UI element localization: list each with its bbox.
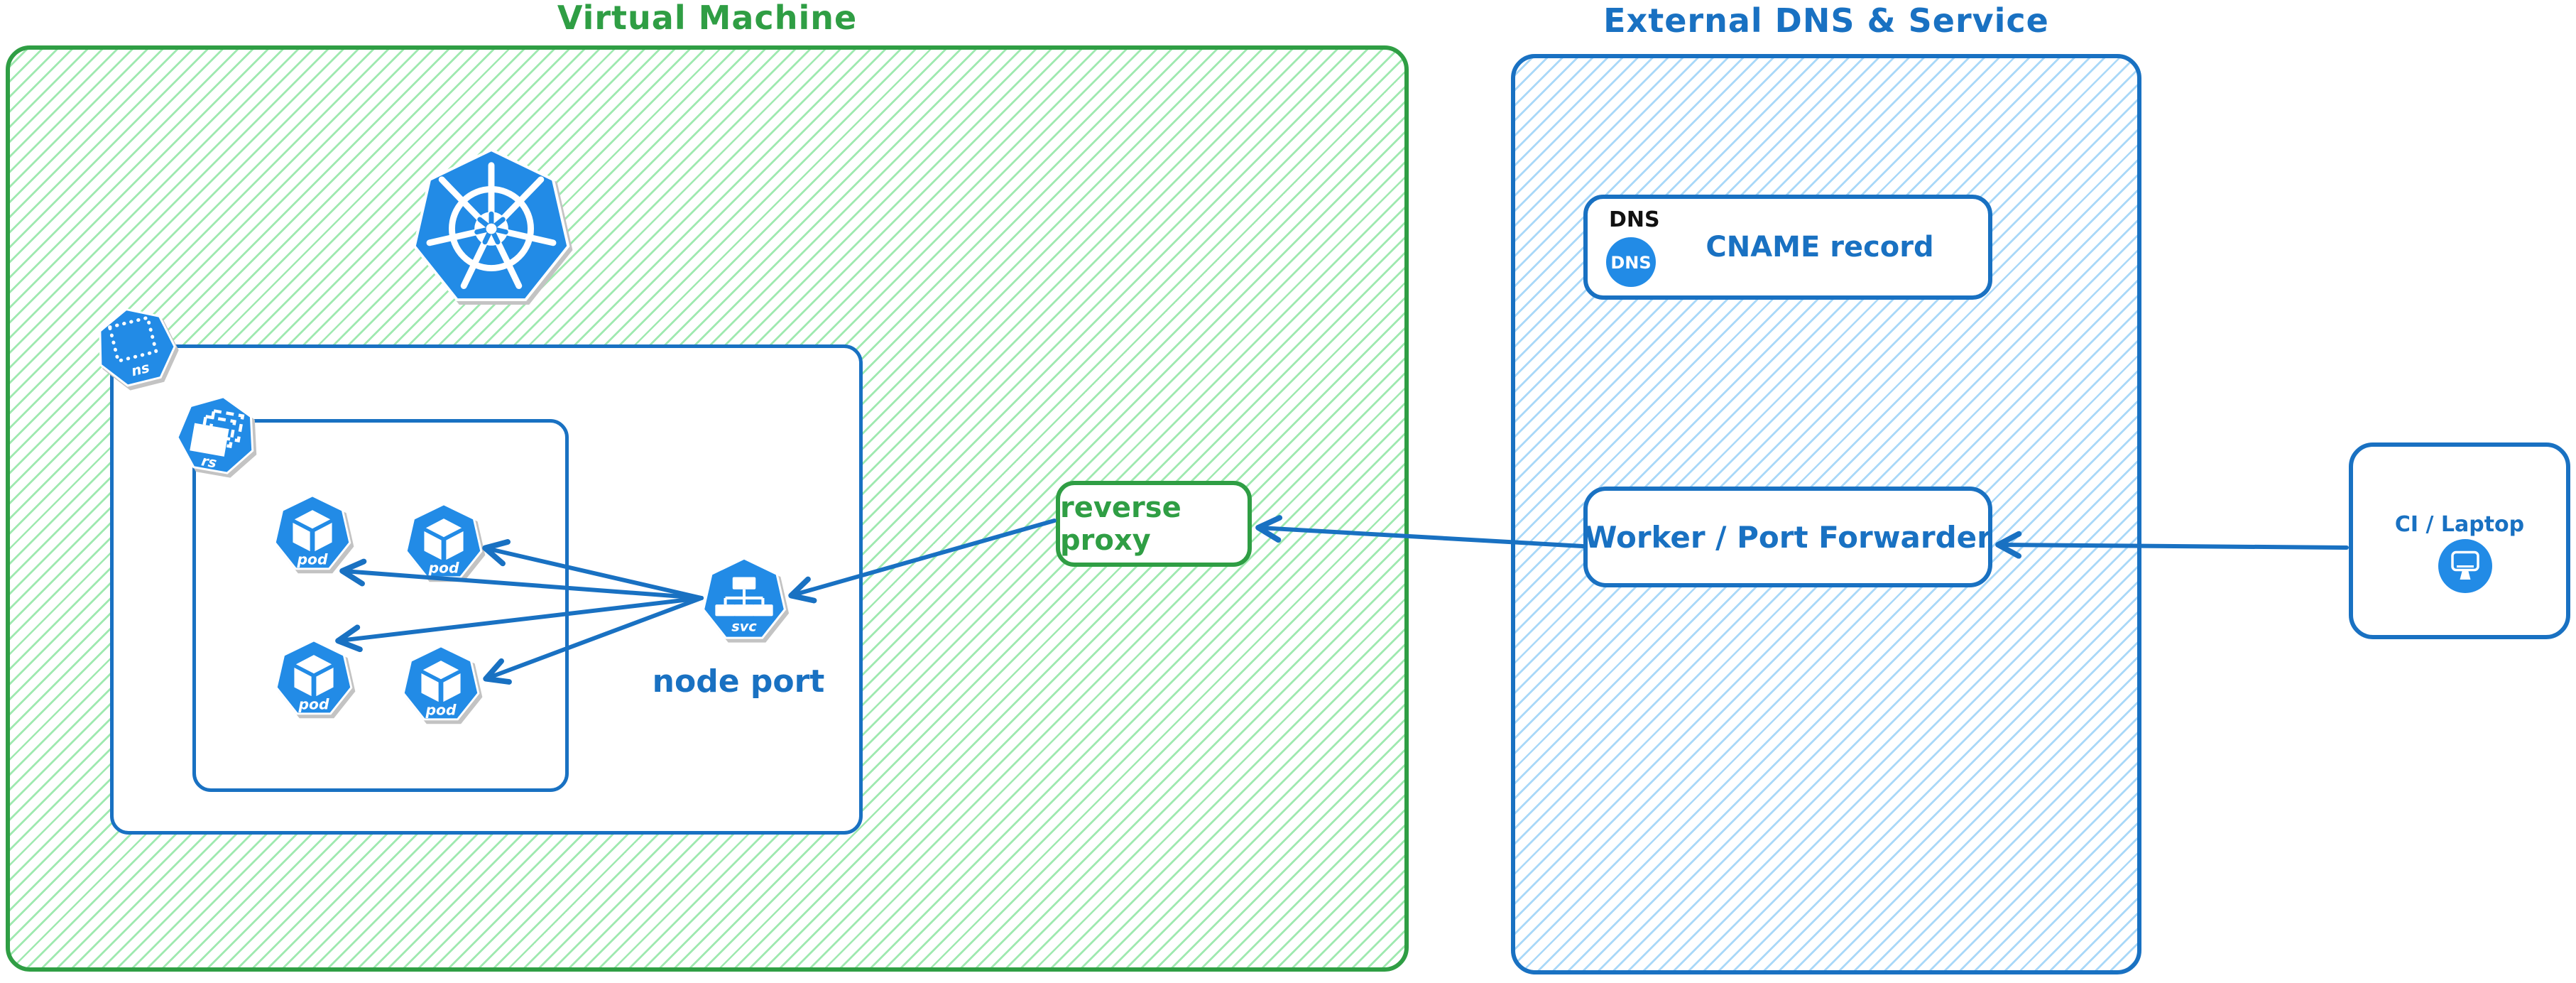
svg-text:DNS: DNS <box>1610 253 1651 273</box>
node-port-service-icon: svc <box>702 557 787 639</box>
dns-badge-icon: DNS <box>1606 237 1656 287</box>
svg-text:pod: pod <box>428 560 459 577</box>
kubernetes-logo-icon <box>413 148 570 302</box>
pod-icon-2: pod <box>405 503 483 579</box>
svg-text:pod: pod <box>298 696 329 713</box>
cname-record-label: CNAME record <box>1705 231 1934 264</box>
dns-heading: DNS <box>1609 207 1660 232</box>
worker-port-forwarder-box: Worker / Port Forwarder <box>1583 487 1992 587</box>
dns-record-box: DNS DNS CNAME record <box>1583 195 1992 300</box>
laptop-icon <box>2438 539 2492 593</box>
virtual-machine-title: Virtual Machine <box>557 0 858 37</box>
node-port-label: node port <box>652 663 825 700</box>
svg-text:pod: pod <box>425 702 457 719</box>
ci-laptop-box: CI / Laptop <box>2349 442 2570 639</box>
replicaset-icon: rs <box>176 396 254 474</box>
svg-text:svc: svc <box>731 619 757 635</box>
pod-icon-4: pod <box>402 645 480 721</box>
namespace-icon: ns <box>99 308 176 387</box>
svg-text:pod: pod <box>297 551 328 568</box>
svg-text:rs: rs <box>200 452 218 471</box>
reverse-proxy-box: reverse proxy <box>1056 481 1252 567</box>
pod-icon-1: pod <box>273 494 351 570</box>
reverse-proxy-label: reverse proxy <box>1060 491 1181 557</box>
ci-laptop-label: CI / Laptop <box>2394 512 2525 537</box>
external-dns-title: External DNS & Service <box>1603 1 2049 40</box>
pod-icon-3: pod <box>275 639 353 715</box>
worker-port-forwarder-label: Worker / Port Forwarder <box>1584 519 1992 555</box>
